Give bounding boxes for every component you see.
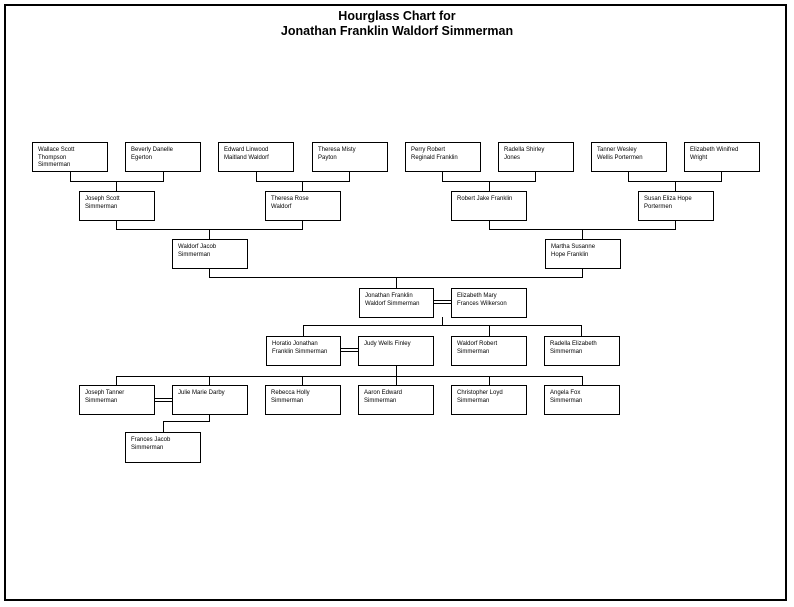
connector [489, 220, 676, 239]
marriage-line [154, 398, 173, 402]
person-box-perry-robert-reginald-franklin: Perry Robert Reginald Franklin [405, 142, 481, 172]
chart-frame [4, 4, 787, 601]
title-line-2: Jonathan Franklin Waldorf Simmerman [280, 24, 514, 38]
person-box-frances-jacob-simmerman: Frances Jacob Simmerman [125, 432, 201, 463]
person-box-christopher-loyd-simmerman: Christopher Loyd Simmerman [451, 385, 527, 415]
person-box-theresa-rose-waldorf: Theresa Rose Waldorf [265, 191, 341, 221]
person-box-horatio-jonathan-franklin-simmerman: Horatio Jonathan Franklin Simmerman [266, 336, 341, 366]
connector [442, 172, 536, 191]
person-box-rebecca-holly-simmerman: Rebecca Holly Simmerman [265, 385, 341, 415]
person-box-elizabeth-winifred-wright: Elizabeth Winifred Wright [684, 142, 760, 172]
connector [70, 172, 164, 191]
person-box-waldorf-jacob-simmerman: Waldorf Jacob Simmerman [172, 239, 248, 269]
person-box-theresa-misty-payton: Theresa Misty Payton [312, 142, 388, 172]
marriage-line [340, 348, 359, 352]
chart-title: Hourglass Chart for Jonathan Franklin Wa… [0, 9, 794, 39]
person-box-beverly-danelle-egerton: Beverly Danelle Egerton [125, 142, 201, 172]
person-box-radella-elizabeth-simmerman: Radella Elizabeth Simmerman [544, 336, 620, 366]
title-line-1: Hourglass Chart for [338, 9, 456, 23]
connector [209, 268, 583, 288]
person-box-spouse-elizabeth-mary-frances-wilkerson: Elizabeth Mary Frances Wilkerson [451, 288, 527, 318]
connector [256, 172, 350, 191]
connector [116, 220, 303, 239]
connector [303, 317, 582, 336]
marriage-line [433, 300, 452, 304]
person-box-root-jonathan-franklin-waldorf-simmerman: Jonathan Franklin Waldorf Simmerman [359, 288, 434, 318]
person-box-martha-susanne-hope-franklin: Martha Susanne Hope Franklin [545, 239, 621, 269]
person-box-waldorf-robert-simmerman: Waldorf Robert Simmerman [451, 336, 527, 366]
person-box-wallace-scott-thompson-simmerman: Wallace Scott Thompson Simmerman [32, 142, 108, 172]
person-box-robert-jake-franklin: Robert Jake Franklin [451, 191, 527, 221]
connector [628, 172, 722, 191]
person-box-susan-eliza-hope-portermen: Susan Eliza Hope Portermen [638, 191, 714, 221]
person-box-edward-linwood-maitland-waldorf: Edward Linwood Maitland Waldorf [218, 142, 294, 172]
person-box-joseph-tanner-simmerman: Joseph Tanner Simmerman [79, 385, 155, 415]
connector [116, 365, 583, 385]
person-box-angela-fox-simmerman: Angela Fox Simmerman [544, 385, 620, 415]
connector [163, 414, 210, 432]
person-box-radella-shirley-jones: Radella Shirley Jones [498, 142, 574, 172]
person-box-tanner-wesley-wellis-portermen: Tanner Wesley Wellis Portermen [591, 142, 667, 172]
person-box-aaron-edward-simmerman: Aaron Edward Simmerman [358, 385, 434, 415]
person-box-judy-wells-finley: Judy Wells Finley [358, 336, 434, 366]
person-box-joseph-scott-simmerman: Joseph Scott Simmerman [79, 191, 155, 221]
person-box-julie-marie-darby: Julie Marie Darby [172, 385, 248, 415]
